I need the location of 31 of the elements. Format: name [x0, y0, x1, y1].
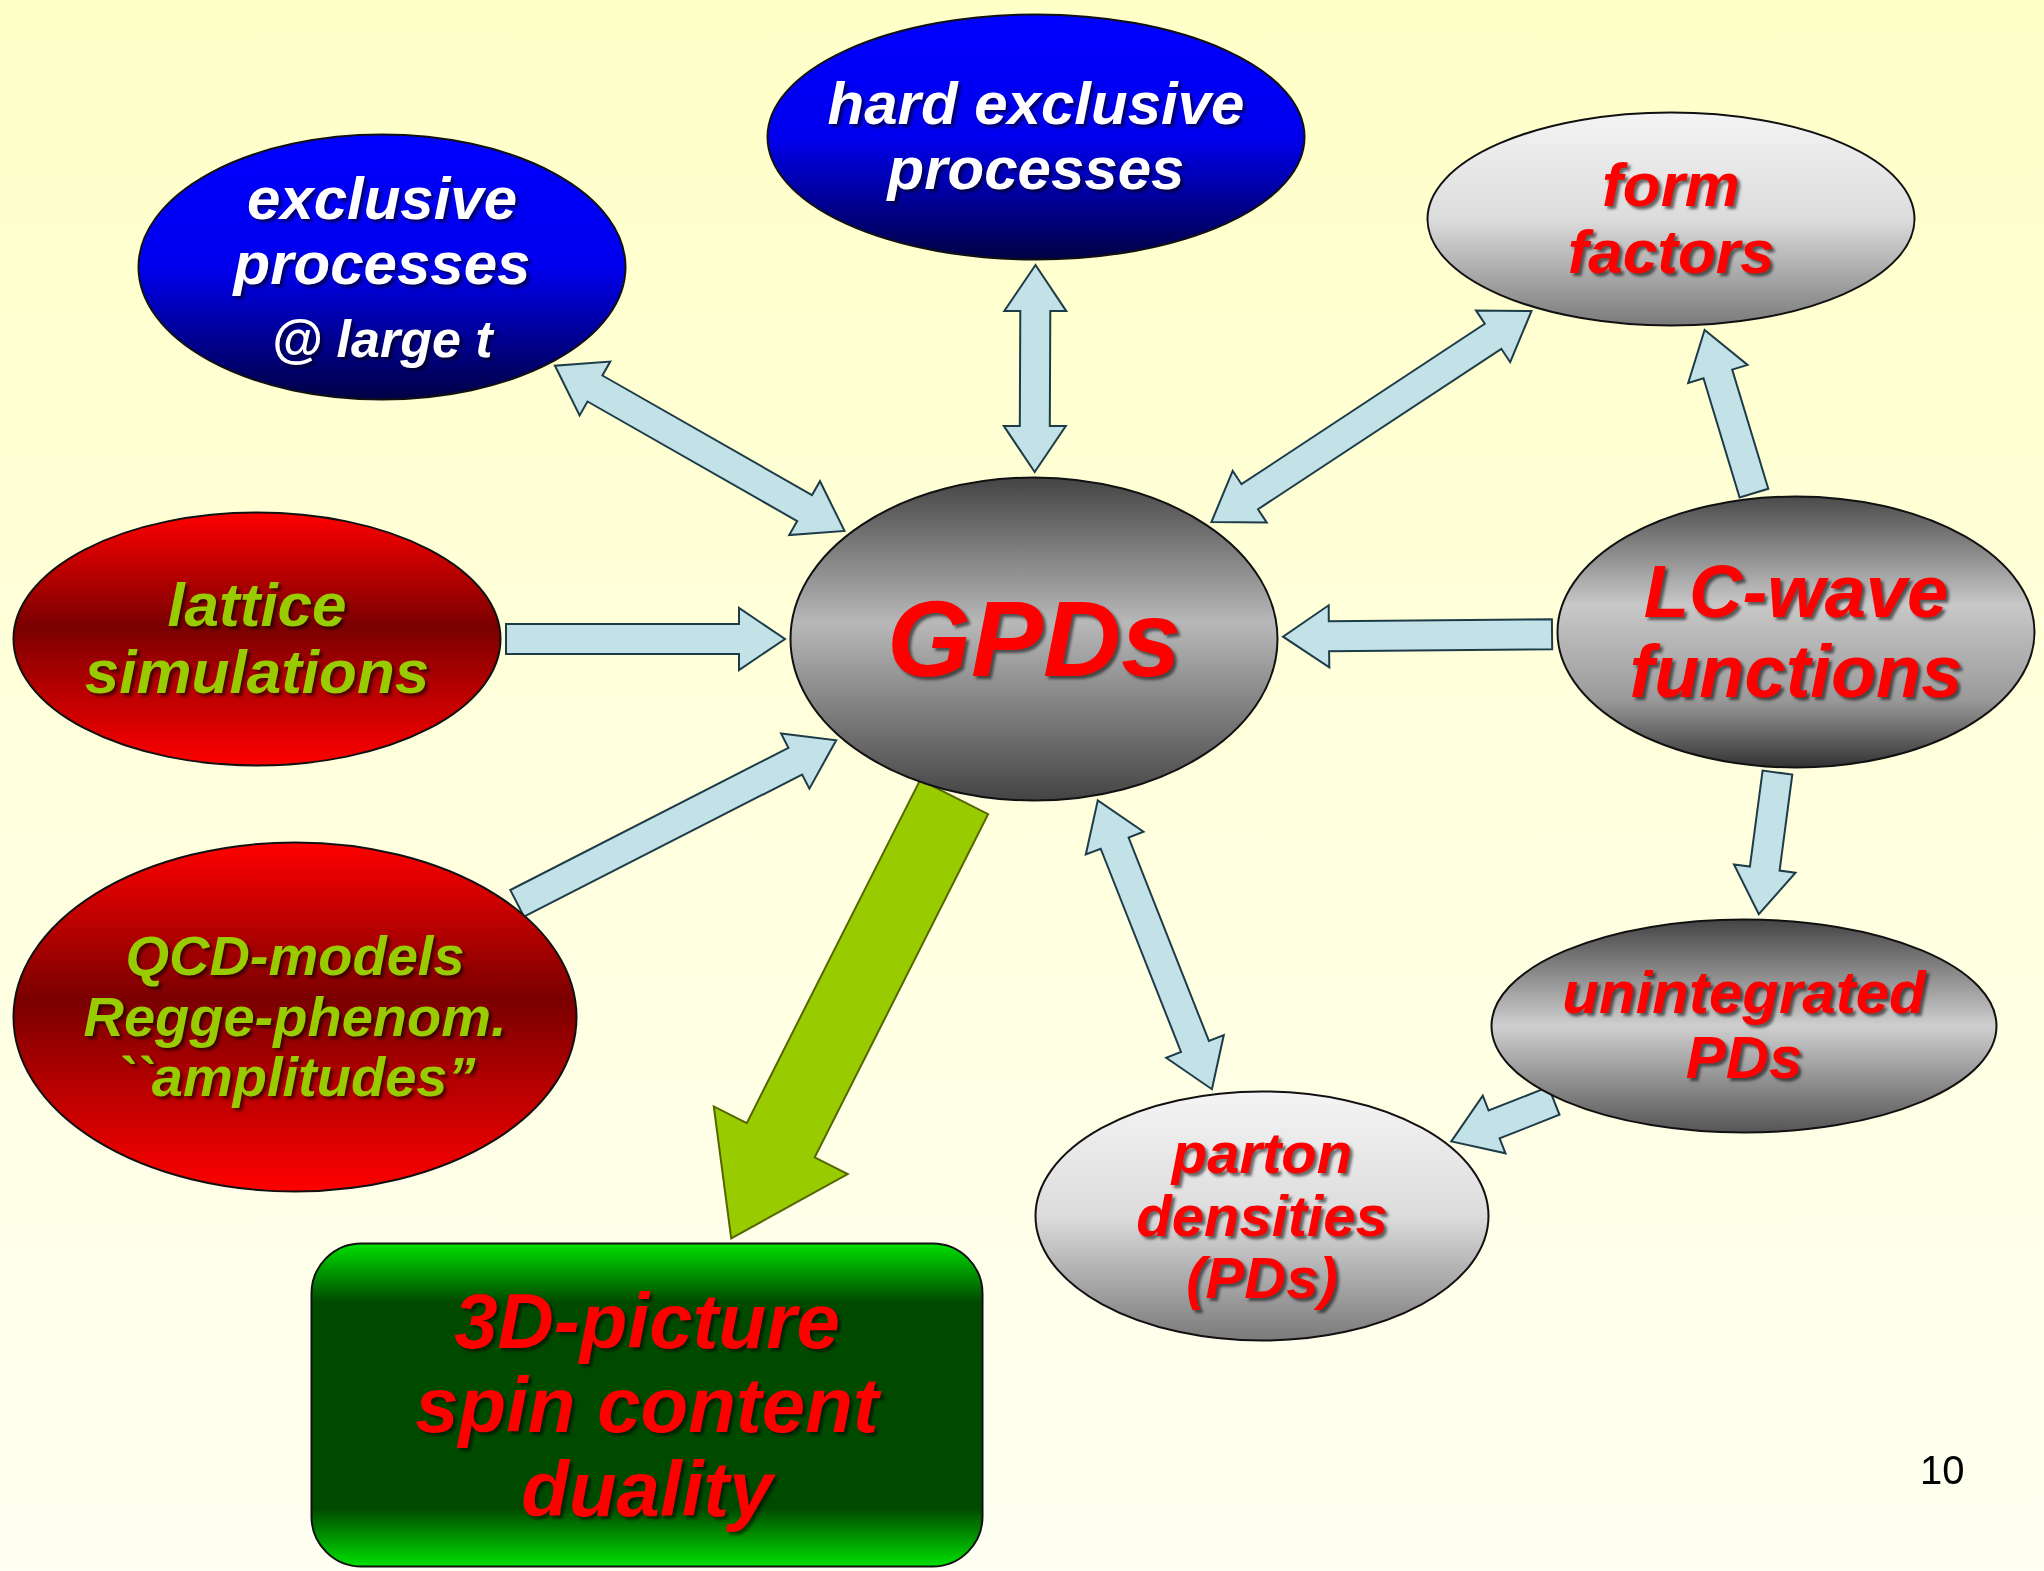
node-label: QCD-models Regge-phenom. ``amplitudes”: [82, 926, 508, 1108]
node-label: GPDs: [886, 580, 1182, 698]
block-arrow: [1209, 309, 1533, 524]
node-label: LC-wave functions: [1628, 552, 1964, 712]
ellipse-node: [1426, 111, 1916, 327]
block-arrow: [1084, 798, 1226, 1091]
block-arrow: [505, 606, 787, 672]
node-label: 3D-picture spin content duality: [397, 1278, 897, 1532]
node-label: parton densities (PDs): [1135, 1122, 1389, 1310]
ellipse-node: [12, 511, 502, 767]
ellipse-node: [1034, 1090, 1490, 1342]
ellipse-node: [12, 841, 578, 1193]
block-arrow: [1732, 769, 1798, 916]
ellipse-node: [766, 13, 1306, 261]
rounded-box: [310, 1242, 984, 1568]
page-number: 10: [1920, 1448, 1965, 1493]
node-label: @ large t: [271, 310, 493, 367]
ellipse-node: [1490, 918, 1998, 1134]
block-arrow: [1281, 603, 1554, 670]
block-arrow: [1686, 328, 1770, 499]
node-label: unintegrated PDs: [1561, 961, 1928, 1091]
ellipse-node: [137, 133, 627, 401]
node-label: lattice simulations: [83, 572, 431, 706]
node-label: hard exclusive processes: [826, 72, 1246, 202]
ellipse-node: [789, 476, 1279, 802]
node-label: exclusive processes: [231, 167, 532, 297]
block-arrow: [508, 732, 838, 919]
block-arrow: [553, 360, 847, 537]
ellipse-node: [1556, 495, 2036, 769]
node-label: form factors: [1566, 152, 1776, 286]
block-arrow: [1001, 263, 1069, 474]
